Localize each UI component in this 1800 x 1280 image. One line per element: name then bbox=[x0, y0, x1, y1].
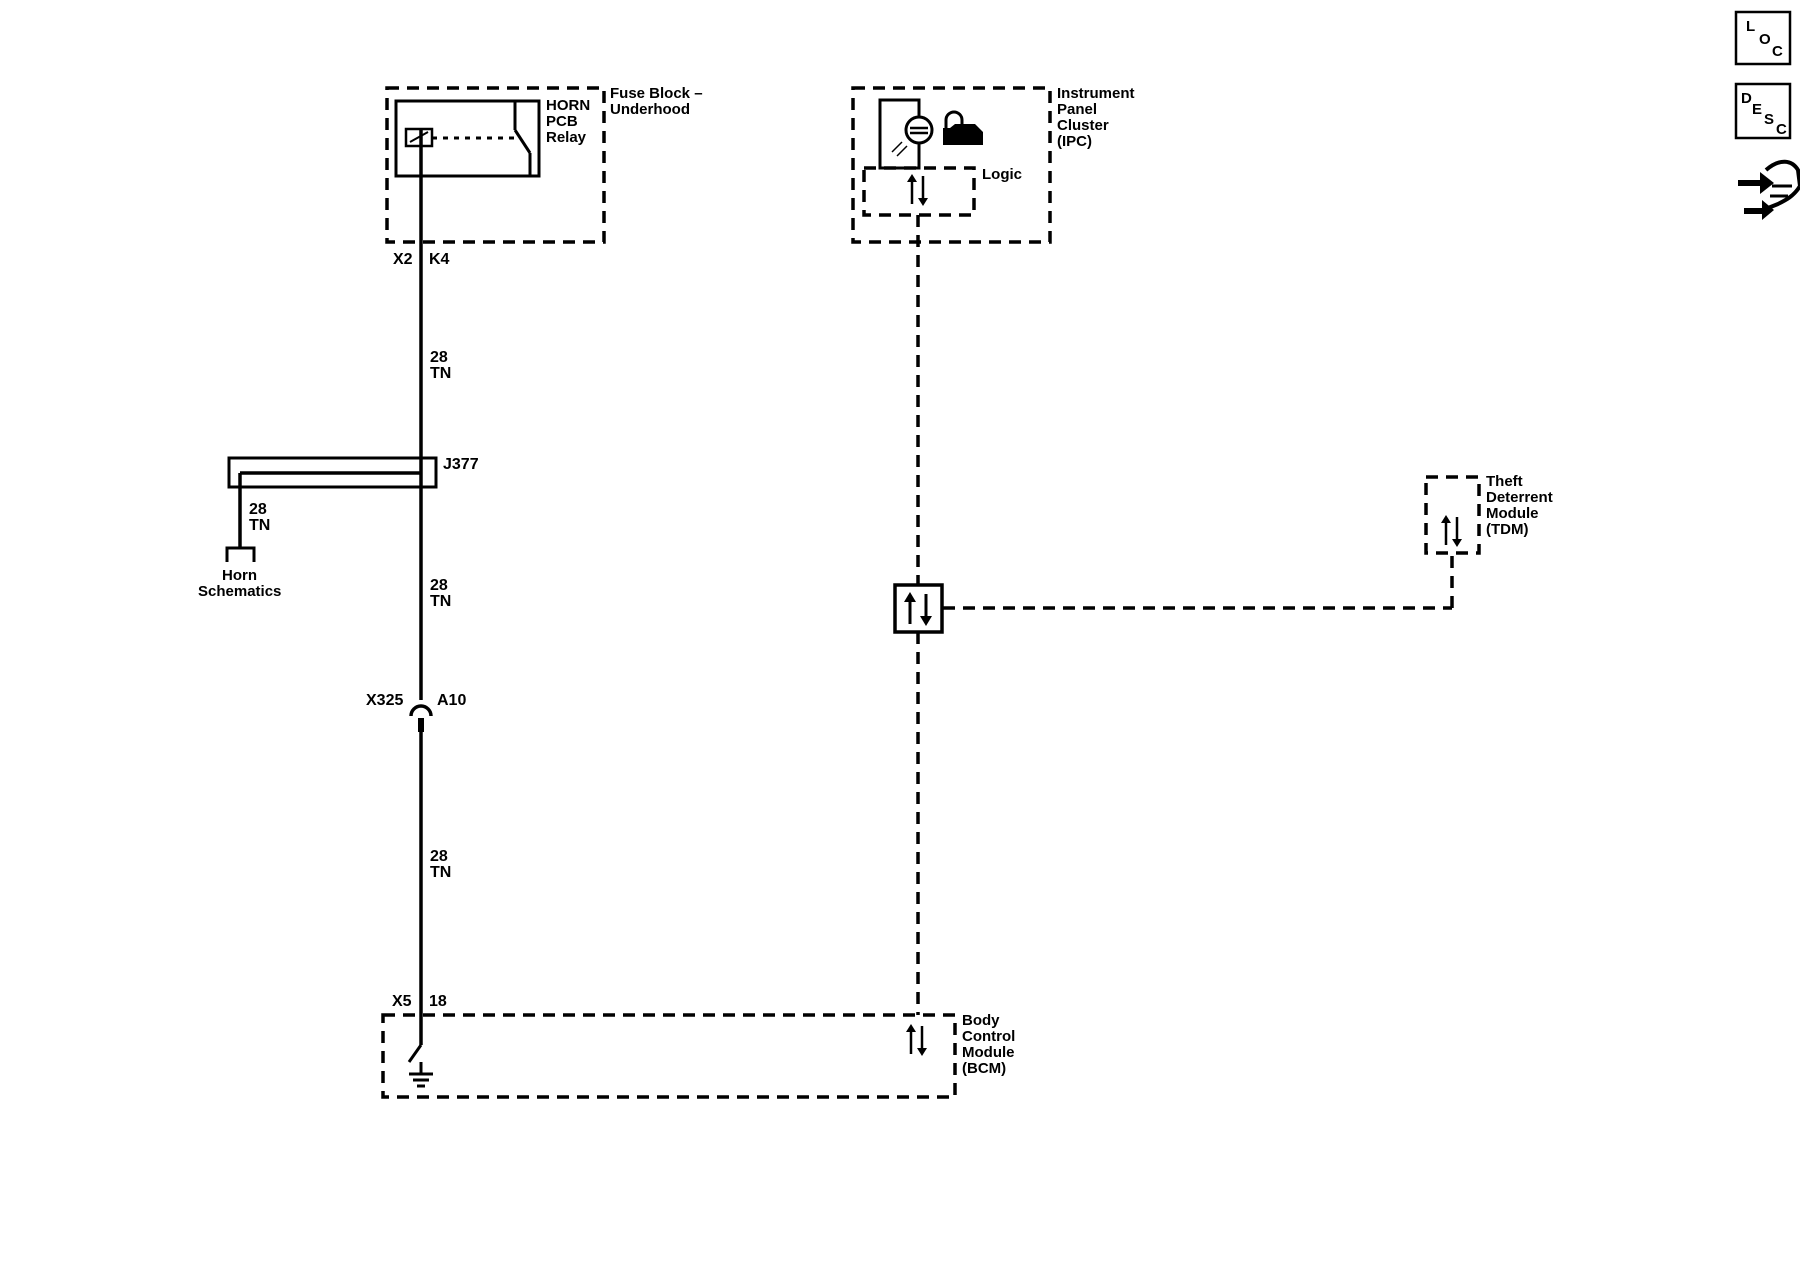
indicator-lamp-icon bbox=[904, 115, 934, 145]
relay-label-line3: Relay bbox=[546, 129, 587, 146]
security-indicator-icon bbox=[943, 124, 983, 145]
loc-letter-c: C bbox=[1772, 43, 1783, 60]
tdm-outline bbox=[1424, 475, 1481, 555]
horn-schematics-line2[interactable]: Schematics bbox=[198, 583, 281, 600]
ipc-label-line4: (IPC) bbox=[1057, 133, 1092, 150]
inline-connector-x325: X325 A10 bbox=[366, 692, 466, 732]
wire-gauge-4: 28 bbox=[430, 848, 448, 865]
ipc-data-arrow-up-head bbox=[907, 174, 917, 182]
desc-letter-c: C bbox=[1776, 121, 1787, 138]
splice-label: J377 bbox=[443, 456, 479, 473]
ipc-label-line2: Panel bbox=[1057, 101, 1097, 118]
wire-color-4: TN bbox=[430, 864, 451, 881]
ipc-logic-box bbox=[862, 166, 976, 217]
fuse-block-label-line1: Fuse Block – bbox=[610, 85, 703, 102]
relay-switch-blade bbox=[513, 129, 532, 154]
wire-gauge-1: 28 bbox=[430, 349, 448, 366]
loc-button[interactable]: L O C bbox=[1734, 10, 1792, 66]
serial-data-bus bbox=[893, 215, 1454, 1015]
horn-circuit-wire: 28 TN 28 TN 28 TN bbox=[419, 128, 451, 1045]
ipc-logic-label: Logic bbox=[982, 166, 1022, 183]
splice-pack bbox=[227, 456, 438, 489]
fuse-block-outline bbox=[385, 86, 606, 244]
bcm-label-line3: Module bbox=[962, 1044, 1015, 1061]
desc-letter-d: D bbox=[1741, 90, 1752, 107]
tdm-label-line3: Module bbox=[1486, 505, 1539, 522]
connector-female-icon bbox=[409, 704, 433, 717]
relay-label-line1: HORN bbox=[546, 97, 590, 114]
bcm-label-line1: Body bbox=[962, 1012, 1000, 1029]
bcm-outline bbox=[381, 1013, 957, 1099]
desc-letter-e: E bbox=[1752, 101, 1762, 118]
tdm-label-line2: Deterrent bbox=[1486, 489, 1553, 506]
body-control-module: X5 18 Body Control Module (BCM) bbox=[381, 993, 1015, 1099]
wire-color-3: TN bbox=[249, 517, 270, 534]
connector-views-button[interactable] bbox=[1738, 159, 1800, 220]
ipc-data-arrow-down-head bbox=[918, 198, 928, 206]
junction-arrow-down-head bbox=[920, 616, 932, 626]
instrument-panel-cluster: Logic Instrument Panel Cluster (IPC) bbox=[851, 85, 1135, 244]
wire-color-1: TN bbox=[430, 365, 451, 382]
tdm-label-line4: (TDM) bbox=[1486, 521, 1528, 538]
k4-pin-label: K4 bbox=[429, 251, 450, 268]
connector-hand-icon[interactable] bbox=[1738, 159, 1800, 220]
light-ray2 bbox=[896, 145, 908, 157]
desc-button-frame[interactable] bbox=[1734, 82, 1792, 140]
security-lock-shackle bbox=[944, 110, 964, 128]
horn-schematics-line1[interactable]: Horn bbox=[222, 567, 257, 584]
wire-color-2: TN bbox=[430, 593, 451, 610]
desc-letter-s: S bbox=[1764, 111, 1774, 128]
wire-gauge-3: 28 bbox=[249, 501, 267, 518]
junction-arrow-up-head bbox=[904, 592, 916, 602]
tdm-label-line1: Theft bbox=[1486, 473, 1523, 490]
tdm-data-arrow-up-head bbox=[1441, 515, 1451, 523]
bcm-data-arrow-up-head bbox=[906, 1024, 916, 1032]
horn-relay-box bbox=[394, 99, 541, 178]
relay-coil-diagonal bbox=[409, 131, 429, 143]
x325-connector-label: X325 bbox=[366, 692, 403, 709]
tdm-data-arrow-down-head bbox=[1452, 539, 1462, 547]
loc-letter-o: O bbox=[1759, 31, 1771, 48]
ipc-outline bbox=[851, 86, 1052, 244]
bcm-data-arrow-down-head bbox=[917, 1048, 927, 1056]
serial-data-junction bbox=[893, 583, 944, 634]
pin-18-label: 18 bbox=[429, 993, 447, 1010]
theft-deterrent-module: Theft Deterrent Module (TDM) bbox=[1424, 473, 1553, 555]
a10-pin-label: A10 bbox=[437, 692, 466, 709]
x2-connector-label: X2 bbox=[393, 251, 413, 268]
loc-letter-l: L bbox=[1746, 18, 1755, 35]
ipc-label-line3: Cluster bbox=[1057, 117, 1109, 134]
bcm-switch-blade bbox=[407, 1044, 423, 1063]
fuse-block-underhood: HORN PCB Relay Fuse Block – Underhood X2… bbox=[385, 85, 703, 268]
splice-j377: J377 28 TN bbox=[225, 456, 479, 562]
connector-male-icon bbox=[418, 718, 424, 732]
loc-button-frame[interactable] bbox=[1734, 10, 1792, 66]
desc-button[interactable]: D E S C bbox=[1734, 82, 1792, 140]
ipc-label-line1: Instrument bbox=[1057, 85, 1135, 102]
light-ray1 bbox=[891, 141, 903, 153]
fuse-block-label-line2: Underhood bbox=[610, 101, 690, 118]
relay-label-line2: PCB bbox=[546, 113, 578, 130]
schematic-reference-icon bbox=[225, 546, 256, 562]
bcm-label-line4: (BCM) bbox=[962, 1060, 1006, 1077]
wire-gauge-2: 28 bbox=[430, 577, 448, 594]
x5-connector-label: X5 bbox=[392, 993, 412, 1010]
bcm-label-line2: Control bbox=[962, 1028, 1015, 1045]
